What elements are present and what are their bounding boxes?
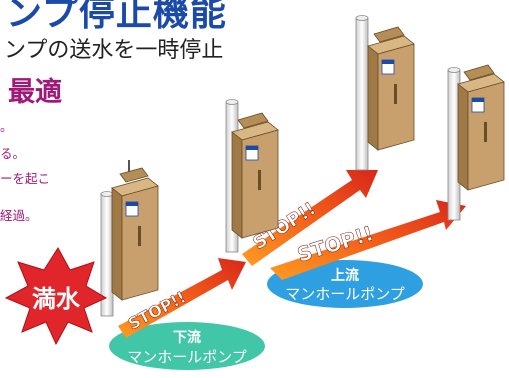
section-heading: 最適 (8, 77, 62, 108)
upstream-ellipse (267, 260, 423, 308)
upstream-label-line1: 上流 (331, 267, 359, 284)
stop-arrow-3 (270, 200, 466, 280)
overflow-label: 満水 (32, 285, 81, 313)
stop-arrow-1 (118, 258, 246, 338)
subtitle: ンプの送水を一時停止 (4, 38, 224, 63)
downstream-label-line1: 下流 (173, 329, 201, 346)
stop-arrow-2 (242, 170, 378, 266)
pump-unit-downstream (100, 160, 159, 317)
overflow-burst (4, 247, 108, 346)
bullet-text-1: 。 (0, 119, 13, 134)
pump-unit-upstream (355, 15, 415, 171)
pump-unit-far (447, 64, 505, 221)
pump-unit-middle (225, 99, 279, 253)
downstream-label-line2: マンホールポンプ (127, 348, 247, 366)
upstream-label-line2: マンホールポンプ (285, 285, 405, 303)
bullet-text-3: ーを起こ (0, 171, 51, 186)
downstream-ellipse (109, 322, 265, 370)
bullet-text-4: 経過。 (0, 208, 38, 223)
bullet-text-2: る。 (0, 146, 26, 161)
page-title: ンプ停止機能 (6, 0, 227, 34)
